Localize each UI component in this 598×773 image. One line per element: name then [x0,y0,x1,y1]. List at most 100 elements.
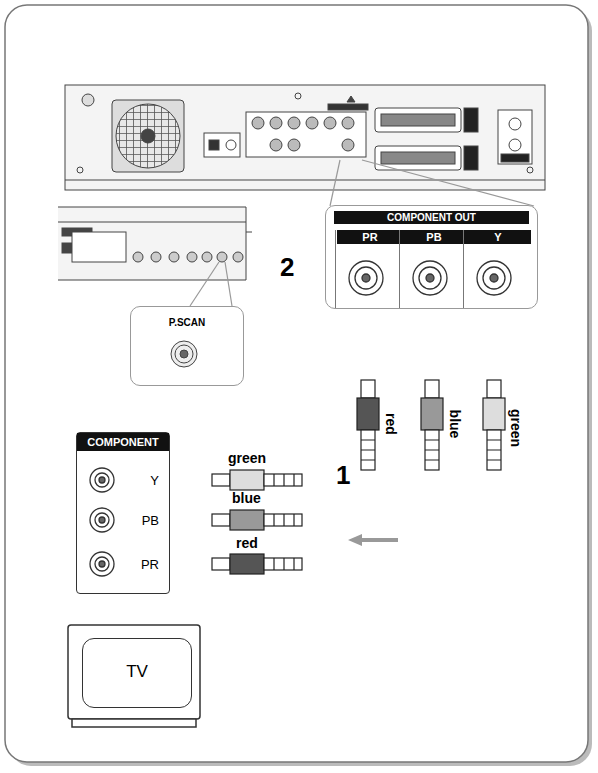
component-out-jacks [426,274,434,282]
horizontal-plugs [230,470,264,490]
recorder-rear-panel [246,112,366,157]
callout-number: 1 [336,460,350,491]
node-text: PB [81,503,165,539]
horizontal-plugs [212,470,302,574]
recorder-rear-panel [270,117,282,129]
node-text: P.SCAN [131,317,243,328]
horizontal-plugs [212,474,230,486]
recorder-front-panel [246,232,252,233]
recorder-rear-panel [498,110,532,164]
vertical-plugs [361,440,501,460]
jack-cell: PB [399,230,468,308]
jack-row: PB [81,503,165,539]
zoom-leader-lines [330,160,340,206]
recorder-front-panel [169,252,179,262]
callout-number: 2 [280,252,294,283]
page-frame [5,5,592,766]
horizontal-plugs [264,558,302,570]
recorder-rear-panel [65,180,545,181]
cable-color-label: green [228,450,266,466]
cable-color-label: blue [232,490,261,506]
component-out-jacks [490,274,498,282]
tv-component-jacks [90,468,114,576]
tv-set [68,625,200,727]
recorder-rear-panel [509,139,521,151]
recorder-rear-panel [295,93,301,99]
recorder-rear-panel [324,117,336,129]
pscan-leader-lines [190,262,219,306]
component-out-jacks [483,267,505,289]
zoom-leader-lines [330,160,534,206]
tv-set [68,625,200,719]
pscan-leader-lines [190,262,232,306]
component-out-jacks [477,261,511,295]
pscan-button [175,345,193,363]
jack-cell: PR [335,230,404,308]
recorder-front-panel [202,252,212,262]
component-out-panel: COMPONENT OUT PRPBY [325,205,538,309]
recorder-rear-panel [116,104,180,168]
node-text: TV [83,639,191,705]
horizontal-plugs [274,474,294,570]
node-text: Y [81,463,165,499]
node-text: Y [465,230,531,244]
component-out-jacks [362,274,370,282]
recorder-rear-panel [82,94,94,106]
cable-color-label: red [236,535,258,551]
direction-arrow [348,534,398,546]
tv-component-jacks [95,557,109,571]
vertical-plugs [361,380,375,398]
tv-component-jacks [99,561,105,567]
pscan-button [171,341,197,367]
cable-color-label: green [508,409,524,447]
node-text: PR [81,547,165,583]
recorder-rear-panel [77,167,83,173]
vertical-plugs [357,398,379,430]
tv-component-panel: COMPONENTYPBPR [76,432,170,594]
recorder-front-panel [72,232,126,262]
recorder-rear-panel [112,100,184,172]
pscan-button [171,341,197,367]
recorder-rear-panel [65,85,545,190]
vertical-plugs [483,398,505,430]
jack-row: PR [81,547,165,583]
vertical-plugs [487,380,501,398]
component-out-jacks [355,267,377,289]
horizontal-plugs [230,510,264,530]
tv-component-jacks [99,517,105,523]
recorder-front-panel [151,252,161,262]
zoom-leader-lines [362,160,534,206]
recorder-rear-panel [501,154,529,162]
recorder-rear-panel [527,167,533,173]
node-text: PR [337,230,403,244]
component-out-jacks [413,261,447,295]
recorder-rear-panel [226,140,236,150]
recorder-front-panel [217,252,227,262]
recorder-front-panel [58,207,252,280]
recorder-front-panel [133,252,143,262]
node-text: PB [401,230,467,244]
node-text: COMPONENT OUT [334,211,529,224]
jack-cell: Y [463,230,532,308]
recorder-rear-panel [306,117,318,129]
recorder-rear-panel [209,140,219,150]
page-frame [5,5,588,762]
recorder-rear-panel [288,117,300,129]
recorder-front-panel [62,243,72,253]
vertical-plugs [425,380,439,398]
recorder-rear-panel [328,104,368,110]
horizontal-plugs [212,558,230,570]
recorder-front-panel [58,207,246,280]
recorder-rear-panel [347,96,355,102]
recorder-front-panel [233,252,243,262]
recorder-rear-panel [141,129,155,143]
recorder-rear-panel [464,146,478,170]
cable-color-label: blue [447,410,463,439]
jack-row: Y [81,463,165,499]
tv-component-jacks [90,552,114,576]
recorder-rear-panel [381,152,455,164]
tv-component-jacks [90,468,114,492]
pscan-callout: P.SCAN [130,306,244,386]
